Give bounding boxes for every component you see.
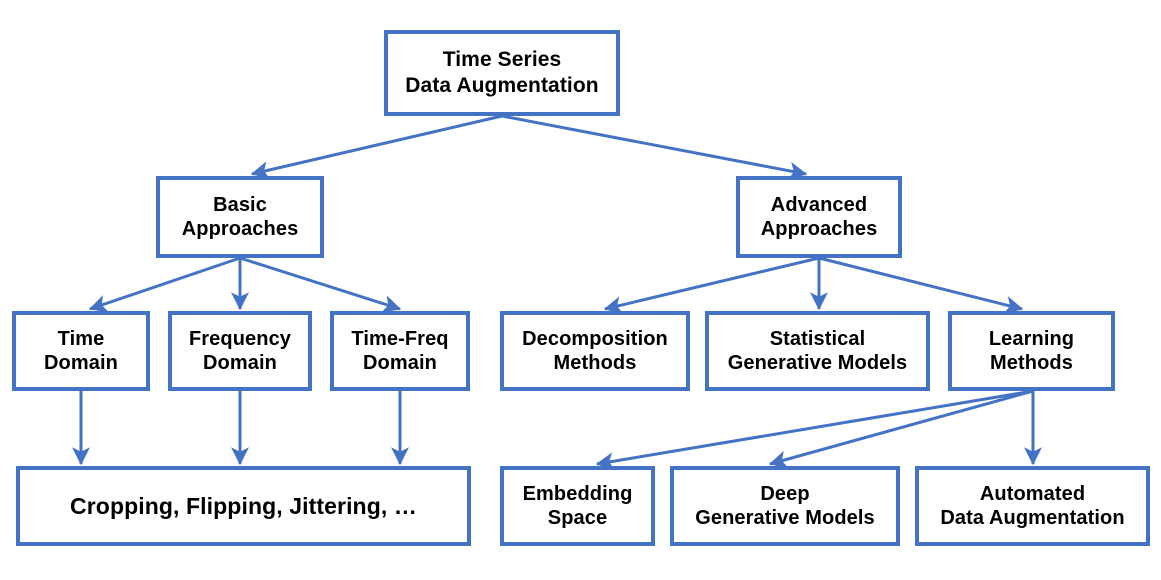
node-label: Basic Approaches	[181, 193, 299, 240]
node-label: Time-Freq Domain	[351, 327, 449, 374]
node-label: Cropping, Flipping, Jittering, …	[70, 492, 417, 519]
edge-root-to-basic	[250, 114, 503, 179]
node-label: Learning Methods	[988, 327, 1075, 374]
node-root[interactable]: Time Series Data Augmentation	[384, 30, 620, 116]
node-frequency-domain[interactable]: Frequency Domain	[168, 311, 312, 391]
node-decomposition-methods[interactable]: Decomposition Methods	[500, 311, 690, 391]
node-embedding-space[interactable]: Embedding Space	[500, 466, 655, 546]
edge-basic-to-time-domain	[88, 256, 241, 313]
edge-basic-to-time-freq-domain	[239, 256, 402, 313]
edge-learning-methods-to-embedding-space	[595, 389, 1034, 471]
node-time-freq-domain[interactable]: Time-Freq Domain	[330, 311, 470, 391]
node-label: Statistical Generative Models	[727, 327, 908, 374]
edge-advanced-to-learning-methods	[818, 256, 1024, 314]
edge-learning-methods-to-deep-generative-models	[768, 389, 1034, 469]
node-cropping-flipping-jittering[interactable]: Cropping, Flipping, Jittering, …	[16, 466, 471, 546]
node-label: Automated Data Augmentation	[940, 482, 1125, 529]
node-basic[interactable]: Basic Approaches	[156, 176, 324, 258]
node-time-domain[interactable]: Time Domain	[12, 311, 150, 391]
node-label: Time Series Data Augmentation	[405, 48, 599, 97]
node-learning-methods[interactable]: Learning Methods	[948, 311, 1115, 391]
node-label: Decomposition Methods	[522, 327, 668, 374]
node-advanced[interactable]: Advanced Approaches	[736, 176, 902, 258]
node-label: Frequency Domain	[188, 327, 292, 374]
node-label: Embedding Space	[522, 482, 633, 529]
node-automated-data-augmentation[interactable]: Automated Data Augmentation	[915, 466, 1150, 546]
node-deep-generative-models[interactable]: Deep Generative Models	[670, 466, 900, 546]
node-statistical-generative-models[interactable]: Statistical Generative Models	[705, 311, 930, 391]
edge-advanced-to-decomposition-methods	[603, 256, 820, 314]
node-label: Time Domain	[44, 327, 118, 374]
node-label: Advanced Approaches	[760, 193, 878, 240]
edge-root-to-advanced	[501, 114, 808, 180]
node-label: Deep Generative Models	[695, 482, 875, 529]
